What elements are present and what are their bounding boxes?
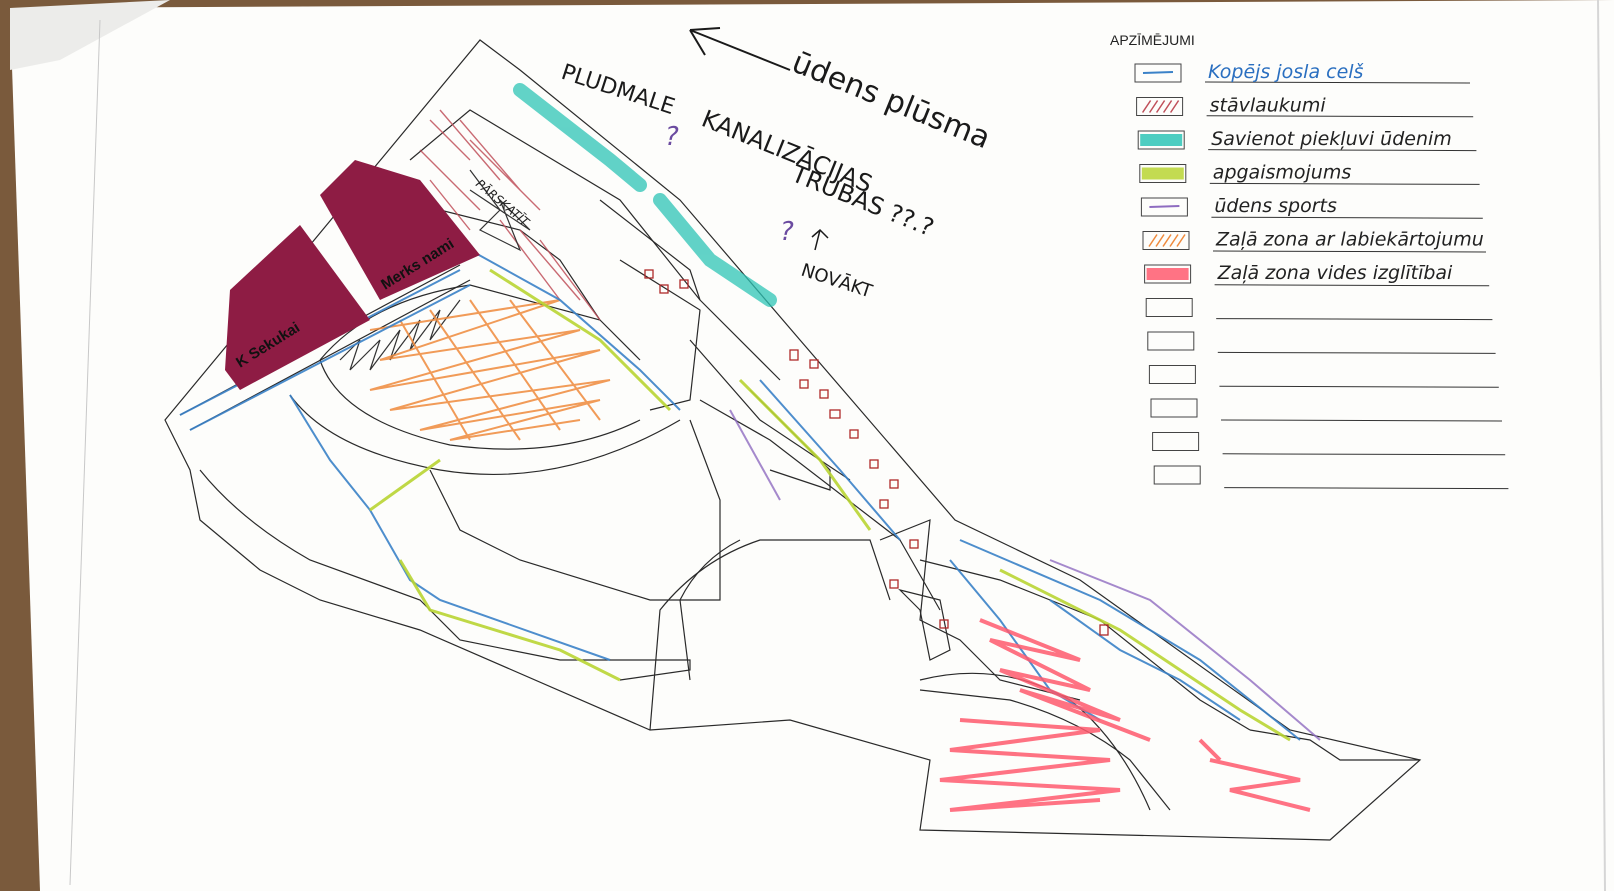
legend-title: APZĪMĒJUMI	[1110, 32, 1195, 48]
orange-green-zone	[369, 299, 611, 441]
legend-underline	[1214, 284, 1490, 287]
block-k-sekukai	[225, 225, 370, 390]
parking-hatch	[419, 109, 601, 321]
block-merks-nami	[320, 160, 480, 300]
legend-underline	[1206, 115, 1474, 118]
legend-swatch-mark	[1142, 71, 1174, 74]
legend-swatch-box	[1148, 365, 1196, 384]
legend-swatch-mark	[1155, 234, 1165, 247]
water-flow-arrow	[689, 27, 791, 71]
legend-swatch-mark	[1141, 100, 1152, 113]
legend-label: ūdens sports	[1214, 195, 1337, 217]
legend-swatch-box	[1145, 298, 1193, 317]
legend-underline	[1216, 318, 1493, 321]
lighting-lines	[369, 268, 1291, 742]
legend-swatch-mark	[1141, 167, 1184, 180]
paper-fold-shadow	[10, 0, 170, 70]
legend-underline	[1204, 81, 1471, 84]
eco-zone-hatch	[939, 618, 1311, 812]
map-outer-boundary	[164, 39, 1422, 841]
question-mark-2: ?	[780, 217, 794, 247]
legend-underline	[1217, 351, 1496, 354]
legend-swatch-mark	[1169, 234, 1179, 247]
legend-swatch-mark	[1146, 268, 1189, 280]
legend-swatch-box	[1140, 197, 1188, 217]
legend-underline	[1212, 250, 1487, 253]
legend-underline	[1208, 149, 1477, 152]
map-outlines	[164, 39, 1422, 841]
legend-swatch-box	[1144, 264, 1192, 284]
remove-arrow	[811, 228, 829, 251]
legend-underline	[1220, 419, 1503, 422]
legend-swatch-mark	[1162, 234, 1172, 247]
legend: APZĪMĒJUMI Kopējs josla celš stāvlaukumiS…	[1110, 32, 1509, 490]
legend-swatch-mark	[1148, 100, 1159, 113]
teal-markings	[513, 83, 777, 307]
legend-swatch-mark	[1155, 100, 1166, 113]
building-outlines	[644, 269, 1109, 636]
legend-label: Zaļā zona vides izglītībai	[1217, 262, 1453, 284]
legend-underline	[1222, 453, 1506, 456]
legend-label: stāvlaukumi	[1210, 95, 1327, 117]
legend-swatch-box	[1153, 465, 1201, 485]
paper-margin-line	[69, 19, 101, 886]
legend-underline	[1209, 182, 1480, 185]
review-scribble	[339, 169, 531, 371]
legend-label: apgaismojums	[1213, 162, 1352, 184]
legend-label: Savienot piekļuvi ūdenim	[1211, 128, 1452, 150]
water-sport-lines	[729, 409, 1321, 741]
legend-swatch-box	[1152, 432, 1200, 451]
question-mark-1: ?	[665, 122, 679, 152]
legend-swatch-box	[1137, 130, 1185, 150]
legend-swatch-box	[1150, 398, 1198, 418]
legend-label: Kopējs josla celš	[1208, 61, 1364, 83]
legend-underline	[1219, 385, 1499, 388]
paper-right-edge	[1597, 0, 1606, 891]
legend-underline	[1211, 216, 1483, 219]
legend-swatch-box	[1134, 63, 1182, 83]
legend-swatch-mark	[1149, 205, 1180, 208]
legend-swatch-box	[1147, 331, 1195, 351]
legend-swatch-box	[1139, 164, 1187, 183]
legend-swatch-mark	[1176, 234, 1186, 247]
legend-swatch-mark	[1169, 100, 1180, 113]
legend-swatch-mark	[1162, 100, 1173, 113]
legend-underline	[1224, 487, 1509, 490]
legend-swatch-box	[1142, 231, 1190, 250]
legend-swatch-mark	[1140, 134, 1183, 146]
legend-label: Zaļā zona ar labiekārtojumu	[1215, 229, 1484, 251]
legend-swatch-mark	[1148, 234, 1158, 247]
legend-swatch-box	[1136, 97, 1184, 116]
